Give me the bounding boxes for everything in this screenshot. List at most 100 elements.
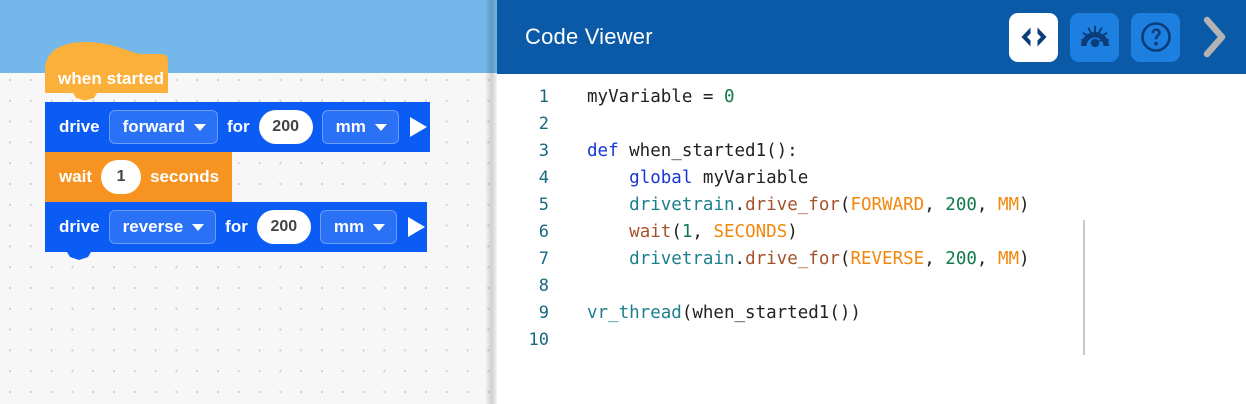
chevron-down-icon [374,123,387,131]
code-token: SECONDS [713,222,788,242]
code-line-content: global myVariable [558,165,808,192]
code-token: . [734,195,746,215]
code-token: , [692,222,714,242]
code-line: 8 [497,273,1246,300]
code-line-content: def when_started1(): [558,138,798,165]
line-number: 4 [538,168,549,188]
code-token: ( [839,195,851,215]
line-number: 8 [538,276,549,296]
code-token [587,249,629,269]
line-number: 7 [538,249,549,269]
block-drive-forward[interactable]: drive forward for 200 mm [45,102,430,160]
code-viewer-actions [1009,0,1236,74]
code-token: myVariable [692,168,809,188]
block-wait-verb: wait [59,167,93,186]
line-number: 5 [538,195,549,215]
code-line: 10 [497,327,1246,354]
block-drive-forward-verb: drive [59,117,100,136]
code-token: ) [1019,195,1030,215]
line-number: 10 [528,330,549,350]
input-drive-forward-distance[interactable]: 200 [258,110,313,144]
block-when-started[interactable]: when started [45,40,168,102]
play-icon[interactable] [406,202,427,252]
code-token: drive_for [745,195,840,215]
block-drive-reverse-for: for [225,217,248,236]
input-wait-seconds[interactable]: 1 [101,160,142,194]
code-line: 5 drivetrain.drive_for(FORWARD, 200, MM) [497,192,1246,219]
block-when-started-label: when started [58,69,165,88]
code-token: global [629,168,693,188]
input-drive-reverse-distance[interactable]: 200 [256,210,311,244]
block-drive-reverse-verb: drive [59,217,100,236]
code-token: 1 [681,222,693,242]
code-line-content: drivetrain.drive_for(REVERSE, 200, MM) [558,246,1030,273]
code-line: 6 wait(1, SECONDS) [497,219,1246,246]
line-number: 6 [538,222,549,242]
code-token: vr_thread [587,303,682,323]
code-line-content: vr_thread(when_started1()) [558,300,861,327]
code-line: 4 global myVariable [497,165,1246,192]
block-wait-unit-label: seconds [150,167,220,186]
dropdown-direction-forward-value: forward [122,117,185,136]
code-line-content: drivetrain.drive_for(FORWARD, 200, MM) [558,192,1030,219]
block-editor-panel: when started drive forward for 200 mm [0,0,497,404]
code-token: ) [1019,249,1030,269]
dropdown-unit-reverse[interactable]: mm [319,210,398,244]
code-line: 3 def when_started1(): [497,138,1246,165]
code-token: . [734,249,746,269]
code-token: ( [671,222,682,242]
page-title: Code Viewer [525,24,653,49]
dropdown-unit-forward[interactable]: mm [321,110,399,144]
help-question-icon[interactable] [1131,12,1180,62]
code-token: 0 [723,87,735,107]
chevron-down-icon [373,223,386,231]
code-token: myVariable = [587,87,724,107]
code-token [587,195,629,215]
block-wait[interactable]: wait 1 seconds [45,152,232,210]
line-number: 2 [538,114,549,134]
code-token: REVERSE [850,249,925,269]
block-drive-reverse[interactable]: drive reverse for 200 mm [45,202,427,260]
code-token: def [587,141,619,161]
line-number: 3 [538,141,549,161]
code-token: ) [787,222,798,242]
code-line-content: wait(1, SECONDS) [558,219,798,246]
code-token: drive_for [745,249,840,269]
code-token: 200 [945,249,977,269]
code-token [587,222,629,242]
blocks-layer: when started drive forward for 200 mm [0,0,497,404]
code-token: MM [997,195,1020,215]
block-stack: when started drive forward for 200 mm [45,40,430,260]
code-token: , [924,195,946,215]
code-token: MM [997,249,1020,269]
code-line-content: myVariable = 0 [558,84,735,111]
code-token: FORWARD [850,195,925,215]
code-token: when_started1(): [618,141,798,161]
code-token: ( [839,249,851,269]
code-token: , [924,249,946,269]
code-token: drivetrain [629,249,735,269]
chevron-down-icon [193,123,206,131]
dashboard-gauge-icon[interactable] [1070,12,1119,62]
code-token: , [976,249,998,269]
code-token: drivetrain [629,195,735,215]
code-viewer-panel: Code Viewer [497,0,1246,404]
indent-guide [1083,220,1085,355]
code-token: (when_started1()) [681,303,861,323]
dropdown-direction-forward[interactable]: forward [108,110,218,144]
dropdown-direction-reverse-value: reverse [122,217,184,236]
play-icon[interactable] [408,102,430,152]
hat-block-shape [45,42,168,101]
dropdown-unit-forward-value: mm [335,117,366,136]
dropdown-direction-reverse[interactable]: reverse [108,210,217,244]
code-brackets-icon[interactable] [1009,12,1058,62]
chevron-right-icon[interactable] [1192,0,1236,74]
code-line: 2 [497,111,1246,138]
code-token: wait [629,222,672,242]
dropdown-unit-reverse-value: mm [333,217,365,236]
